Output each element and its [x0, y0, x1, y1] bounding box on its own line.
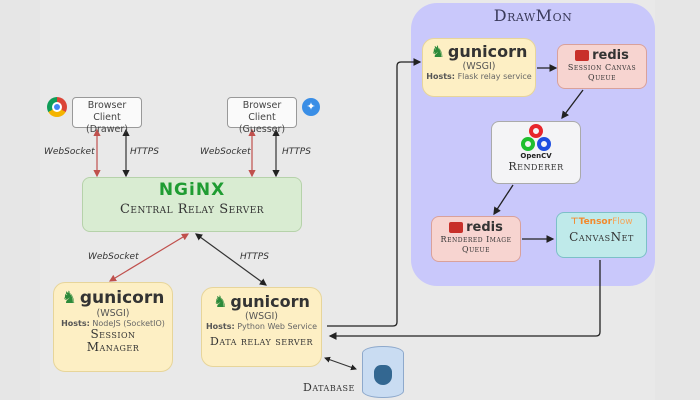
postgresql-elephant-icon	[374, 365, 392, 385]
gunicorn-logo: ♞gunicorn	[213, 292, 310, 311]
safari-icon: ✦	[302, 98, 320, 116]
ws-session-arrow	[108, 233, 190, 282]
opencv-icon	[521, 124, 551, 151]
hosts-line: Hosts: Flask relay service	[426, 72, 532, 81]
tensorflow-icon: ⊤	[570, 217, 579, 227]
session-queue-title-1: Session Canvas	[567, 63, 637, 72]
ws-label-drawer: WebSocket	[44, 147, 95, 157]
data-relay-title: Data relay server	[210, 335, 313, 348]
https-label-drawer: HTTPS	[130, 147, 159, 157]
session-canvas-queue: redis Session Canvas Queue	[557, 44, 647, 89]
central-relay-title: Central Relay Server	[119, 202, 265, 217]
nginx-logo: NGiNX	[158, 180, 226, 200]
db-datarelay-arrow	[324, 356, 357, 371]
database-cylinder	[362, 346, 404, 398]
https-label-guesser: HTTPS	[282, 147, 311, 157]
tensorflow-logo: ⊤TensorFlow	[570, 217, 633, 227]
gunicorn-logo: ♞gunicorn	[61, 288, 165, 308]
redis-to-renderer-arrow	[561, 89, 584, 120]
redis-icon	[575, 50, 590, 61]
opencv-logo: OpenCV	[520, 152, 552, 160]
rendered-queue-title-2: Queue	[462, 245, 490, 254]
browser-client-guesser: Browser Client (Guesser)	[227, 97, 297, 135]
ws-label-guesser: WebSocket	[200, 147, 251, 157]
hosts-line: Hosts: NodeJS (SocketIO)	[61, 319, 165, 328]
wsgi-label: (WSGI)	[462, 61, 496, 72]
session-manager-title-2: Manager	[86, 340, 140, 354]
https-datarelay-arrow	[195, 233, 267, 286]
browser-client-drawer: Browser Client (Drawer)	[72, 97, 142, 135]
renderer-title: Renderer	[508, 160, 564, 173]
data-relay-server: ♞gunicorn (WSGI) Hosts: Python Web Servi…	[201, 287, 322, 367]
client-drawer-line1: Browser Client	[87, 100, 127, 123]
unicorn-icon: ♞	[61, 288, 77, 308]
client-drawer-line2: (Drawer)	[86, 124, 128, 135]
redis-logo: redis	[432, 220, 520, 235]
database-label: Database	[303, 381, 355, 394]
canvasnet-title: CanvasNet	[569, 230, 634, 244]
rendered-image-queue: redis Rendered Image Queue	[431, 216, 521, 262]
wsgi-label: (WSGI)	[96, 308, 130, 319]
redis-logo: redis	[558, 48, 646, 63]
canvasnet: ⊤TensorFlow CanvasNet	[556, 212, 647, 258]
canvasnet-to-datarelay-arrow	[328, 260, 601, 340]
client-guesser-line1: Browser Client	[242, 100, 282, 123]
central-relay-server: NGiNX Central Relay Server	[82, 177, 302, 232]
https-label-datarelay: HTTPS	[240, 252, 269, 262]
session-manager-title-1: Session	[90, 327, 136, 341]
chrome-icon	[47, 97, 67, 117]
datarelay-to-flask-arrow	[327, 58, 422, 327]
session-queue-title-2: Queue	[588, 73, 616, 82]
renderer: OpenCV Renderer	[491, 121, 581, 184]
unicorn-icon: ♞	[213, 292, 228, 311]
redis-icon	[449, 222, 464, 233]
unicorn-icon: ♞	[430, 42, 445, 61]
rendered-queue-title-1: Rendered Image	[440, 235, 512, 244]
client-guesser-line2: (Guesser)	[238, 124, 286, 135]
flask-relay-service: ♞gunicorn (WSGI) Hosts: Flask relay serv…	[422, 38, 536, 97]
drawmon-title: DrawMon	[493, 6, 573, 25]
session-manager: ♞gunicorn (WSGI) Hosts: NodeJS (SocketIO…	[53, 282, 173, 372]
hosts-line: Hosts: Python Web Service	[205, 322, 318, 331]
gunicorn-logo: ♞gunicorn	[430, 42, 528, 61]
wsgi-label: (WSGI)	[245, 311, 278, 322]
ws-label-session: WebSocket	[88, 252, 139, 262]
renderer-to-redis-arrow	[493, 184, 514, 216]
